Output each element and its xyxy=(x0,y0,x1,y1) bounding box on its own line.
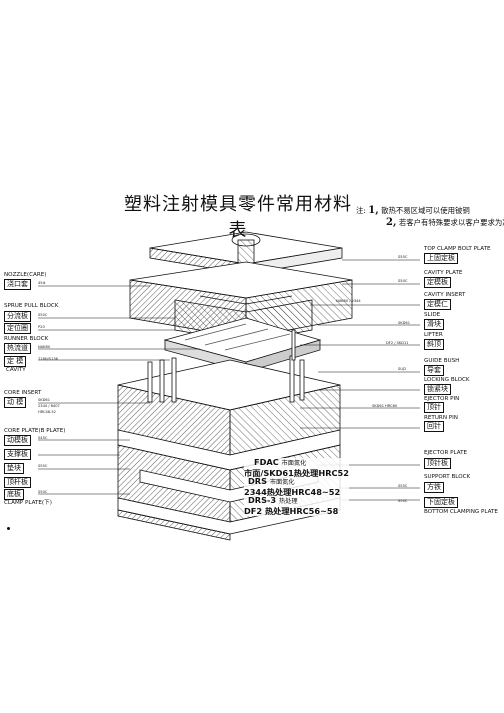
ejplate-title: EJECTOR PLATE xyxy=(424,450,468,456)
material-callout: FDAC 市面氮化 市面/SKD61热处理HRC52 DRS 市面氮化 2344… xyxy=(244,458,349,516)
bottom-clamp-plate xyxy=(117,497,341,541)
top-clamp-label: 上固定板 xyxy=(424,253,458,264)
nozzle-title: NOZZLE(CARE) xyxy=(4,272,47,278)
note-1-text: 散热不易区域可以使用铍铜 xyxy=(381,206,470,215)
cavity-plate-label: 定模板 xyxy=(424,277,451,288)
spacer-label: 垫块 xyxy=(4,463,24,474)
b-plate-label: 动模板 xyxy=(4,435,31,446)
left-small-5: 718H/S136 xyxy=(38,357,58,361)
notes: 注: 1, 散热不易区域可以使用铍铜 2, 若客户有特殊要求以客户要求为准 xyxy=(356,205,504,229)
locking-title: LOCKING BLOCK xyxy=(424,377,470,383)
right-small-3: NAK80 / 2344 xyxy=(336,299,361,303)
left-small-6: SKD61 xyxy=(38,398,50,402)
product-part xyxy=(163,317,322,373)
return-pin-label: 回针 xyxy=(424,421,444,432)
bottom-plate-label: 下固定板 xyxy=(424,497,458,508)
notes-prefix: 注: xyxy=(356,206,366,215)
mat-5b: 热处理 xyxy=(278,498,298,506)
guide-title: GUIDE BUSH xyxy=(424,358,460,364)
mat-6b: 热处理HRC56~58 xyxy=(264,505,339,516)
slide-title: SLIDE xyxy=(424,312,441,318)
mat-2b: 热处理HRC52 xyxy=(293,467,349,478)
mat-4a: 2344 xyxy=(244,486,267,497)
guide-bush-label: 导套 xyxy=(424,365,444,376)
mat-3a: DRS xyxy=(248,476,267,487)
stripper-label: 分流板 xyxy=(4,311,31,322)
plate-title: CORE PLATE(B PLATE) xyxy=(4,428,66,434)
mat-2a: 市面/SKD61 xyxy=(244,467,294,478)
left-small-2: S50C xyxy=(38,313,48,317)
right-small-4: SKD61 xyxy=(398,321,410,325)
mat-4b: 热处理HRC48~52 xyxy=(266,486,341,497)
locking-block-label: 锁紧块 xyxy=(424,384,451,395)
cavity-insert-label: 定模仁 xyxy=(424,299,451,310)
mat-1b: 市面氮化 xyxy=(281,460,307,467)
nozzle-label: 浇口套 xyxy=(4,279,31,290)
page-dot xyxy=(7,527,10,530)
support-block-label: 方铁 xyxy=(424,482,444,493)
note-2-number: 2, xyxy=(386,217,397,228)
top-clamp-title: TOP CLAMP BOLT PLATE xyxy=(424,246,491,252)
bottom-title: BOTTOM CLAMPING PLATE xyxy=(424,509,498,515)
core-label: 动 模 xyxy=(4,397,27,408)
right-small-2: S50C xyxy=(398,279,408,283)
left-small-7: 2344 / 8407 xyxy=(38,404,60,408)
mat-1a: FDAC xyxy=(254,457,279,467)
support-plate-label: 支撑板 xyxy=(4,449,31,460)
insert-title: CAVITY INSERT xyxy=(424,292,466,298)
left-small-11: S50C xyxy=(38,490,48,494)
ejector-pin-label: 顶针 xyxy=(424,402,444,413)
clamp-plate-label: 底板 xyxy=(4,489,24,500)
left-small-10: S55C xyxy=(38,464,48,468)
mat-6a: DF2 xyxy=(244,505,263,516)
stripper-title: SPRUE PULL BLOCK xyxy=(4,303,59,309)
lifter-title: LIFTER xyxy=(424,332,443,338)
left-small-3: P20 xyxy=(38,325,45,329)
core-plate xyxy=(117,359,341,456)
left-small-9: S45C xyxy=(38,436,48,440)
runner-title: RUNNER BLOCK xyxy=(4,336,49,342)
right-small-8: S55C xyxy=(398,484,408,488)
left-small-8: HRC48-52 xyxy=(38,410,56,414)
left-small-1: 45# xyxy=(38,281,46,285)
slide-label: 滑块 xyxy=(424,319,444,330)
right-small-9: S50C xyxy=(398,499,408,503)
runner-label: 热流道 xyxy=(4,343,31,354)
ejector-plate-right-label: 顶针板 xyxy=(424,458,451,469)
core-title: CORE INSERT xyxy=(4,390,42,396)
clamp-sub: CLAMP PLATE(下) xyxy=(4,500,52,506)
support-title: SUPPORT BLOCK xyxy=(424,474,471,480)
mat-5a: DRS-3 xyxy=(248,495,277,506)
right-small-7: SKD61 HRC60 xyxy=(372,404,398,408)
lifter-label: 斜顶 xyxy=(424,339,444,350)
right-small-5: DF2 / SKD11 xyxy=(386,341,409,345)
right-small-6: SUJ2 xyxy=(398,367,407,371)
return-title: RETURN PIN xyxy=(424,415,458,421)
leader-lines xyxy=(38,259,420,501)
left-small-4: NAK80 xyxy=(38,345,51,349)
note-2-text: 若客户有特殊要求以客户要求为准 xyxy=(398,218,504,227)
right-small-1: S55C xyxy=(398,255,408,259)
ejector-plate-label: 顶杆板 xyxy=(4,477,31,488)
note-1-number: 1, xyxy=(368,205,379,216)
mat-3b: 市面氮化 xyxy=(269,479,295,487)
locating-ring-label: 定位圈 xyxy=(4,323,31,334)
cavity-plate-title: CAVITY PLATE xyxy=(424,270,463,276)
cavity-label: 定 模 xyxy=(4,356,27,367)
cavity-sub: CAVITY xyxy=(6,367,26,373)
pin-title: EJECTOR PIN xyxy=(424,396,460,402)
page-title: 塑料注射模具零件常用材料表 xyxy=(124,194,352,241)
